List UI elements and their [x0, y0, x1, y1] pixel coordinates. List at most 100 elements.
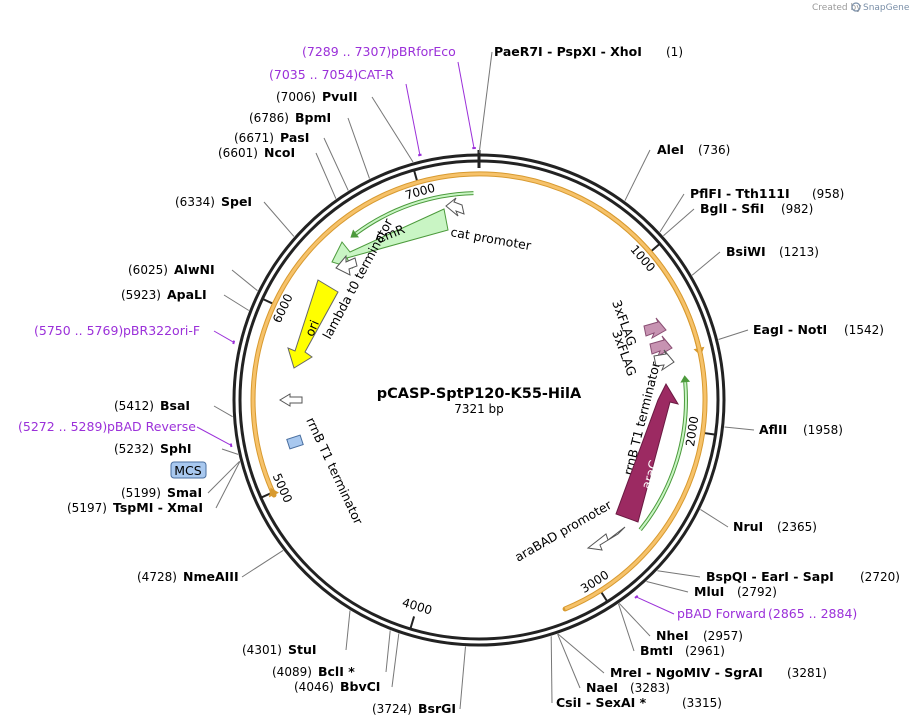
primer-name[interactable]: pBRforEco: [391, 44, 456, 59]
site-position: (1542): [844, 323, 884, 337]
primer-name[interactable]: CAT-R: [358, 67, 394, 82]
site-leader: [315, 152, 337, 199]
primer-name[interactable]: pBR322ori-F: [123, 323, 200, 338]
cat-promoter-label: cat promoter: [449, 224, 533, 253]
primer-name[interactable]: pBAD Forward: [677, 606, 766, 621]
site-position: (6786): [249, 111, 289, 125]
site-label[interactable]: SphI: [160, 441, 192, 456]
site-position: (2957): [703, 629, 743, 643]
sites-right: PaeR7I - PspXI - XhoI (1) AleI (736) Pfl…: [494, 44, 900, 710]
site-label[interactable]: AlwNI: [174, 262, 215, 277]
site-leader: [557, 633, 605, 674]
site-label[interactable]: BsrGI: [418, 701, 456, 716]
site-label[interactable]: BsiWI: [726, 244, 766, 259]
site-leader: [646, 581, 689, 593]
site-label[interactable]: EagI - NotI: [753, 322, 827, 337]
cat-promoter-feature: [445, 197, 465, 217]
site-label[interactable]: NaeI: [586, 680, 618, 695]
site-label[interactable]: StuI: [288, 642, 317, 657]
mcs-label[interactable]: MCS: [174, 463, 202, 478]
site-leader: [221, 448, 239, 455]
primer-leader: [636, 596, 675, 615]
primer-leader: [213, 330, 234, 343]
site-label[interactable]: BsaI: [160, 398, 190, 413]
site-leader: [371, 96, 414, 163]
site-position: (3724): [372, 702, 412, 716]
primer-range: (5272 .. 5289): [18, 419, 107, 434]
site-leader: [223, 294, 250, 311]
site-leader: [724, 426, 755, 431]
site-position: (1): [666, 45, 683, 59]
orf-arc-bottom-arrowhead: [268, 487, 279, 498]
site-position: (2961): [685, 644, 725, 658]
site-leader: [657, 570, 701, 578]
site-position: (1213): [779, 245, 819, 259]
site-label[interactable]: NcoI: [264, 145, 295, 160]
site-label[interactable]: PaeR7I - PspXI - XhoI: [494, 44, 642, 59]
site-label[interactable]: MreI - NgoMIV - SgrAI: [610, 665, 763, 680]
sites-left: (3724) BsrGI (4046) BbvCI (4089) BclI * …: [67, 89, 456, 716]
site-position: (2792): [737, 585, 777, 599]
site-position: (6601): [218, 146, 258, 160]
primer-name[interactable]: pBAD Reverse: [107, 419, 196, 434]
green-arc-top-arrowhead: [350, 229, 359, 238]
site-leader: [557, 633, 581, 689]
primer-mark: [634, 595, 639, 599]
site-position: (2720): [860, 570, 900, 584]
green-arc-top-fill: [355, 192, 474, 235]
site-leader: [323, 137, 349, 191]
site-label[interactable]: BclI *: [318, 664, 355, 679]
site-leader: [207, 460, 241, 494]
ori-feature: [287, 279, 339, 369]
credit-brand: SnapGene: [863, 3, 910, 13]
primer-mark: [229, 443, 233, 448]
site-label[interactable]: BpmI: [295, 110, 331, 125]
ori-label: ori: [302, 318, 322, 339]
flag-adjacent-feature: [653, 349, 675, 372]
primer-mark: [232, 340, 236, 345]
site-label[interactable]: SpeI: [221, 194, 252, 209]
site-label[interactable]: SmaI: [167, 485, 202, 500]
site-label[interactable]: NmeAIII: [183, 569, 239, 584]
site-label[interactable]: AleI: [657, 142, 684, 157]
site-leader: [718, 329, 749, 340]
site-leader: [263, 201, 295, 237]
primer-range: (7289 .. 7307): [302, 44, 391, 59]
primer-leader: [196, 426, 232, 446]
site-position: (3281): [787, 666, 827, 680]
site-position: (6025): [128, 263, 168, 277]
site-label[interactable]: BglI - SfiI: [700, 201, 764, 216]
site-label[interactable]: BbvCI: [340, 679, 380, 694]
site-leader: [345, 610, 351, 651]
primer-range: (5750 .. 5769): [34, 323, 123, 338]
green-arc-right-fill: [639, 382, 687, 531]
site-position: (5412): [114, 399, 154, 413]
site-label[interactable]: BspQI - EarI - SapI: [706, 569, 834, 584]
site-leader: [215, 461, 241, 509]
site-label[interactable]: CsiI - SexAI *: [556, 695, 647, 710]
site-leaders: [207, 51, 755, 710]
site-label[interactable]: PflFI - Tth111I: [690, 186, 790, 201]
site-position: (7006): [276, 90, 316, 104]
site-leader: [391, 633, 400, 688]
site-label[interactable]: PasI: [280, 130, 309, 145]
site-label[interactable]: MluI: [694, 584, 724, 599]
site-leader: [213, 405, 233, 418]
site-position: (6334): [175, 195, 215, 209]
site-position: (5923): [121, 288, 161, 302]
site-label[interactable]: AflII: [759, 422, 787, 437]
site-label[interactable]: TspMI - XmaI: [113, 500, 203, 515]
credit-created-by: Created by: [812, 3, 862, 13]
site-label[interactable]: PvuII: [322, 89, 358, 104]
site-leader: [659, 193, 685, 233]
site-position: (2365): [777, 520, 817, 534]
site-leader: [624, 149, 651, 201]
site-label[interactable]: BmtI: [640, 643, 673, 658]
site-label[interactable]: NheI: [656, 628, 689, 643]
site-position: (5232): [114, 442, 154, 456]
site-label[interactable]: NruI: [733, 519, 763, 534]
primers: (7289 .. 7307) pBRforEco (7035 .. 7054) …: [18, 44, 857, 621]
site-label[interactable]: ApaLI: [167, 287, 207, 302]
site-leader: [700, 508, 729, 528]
